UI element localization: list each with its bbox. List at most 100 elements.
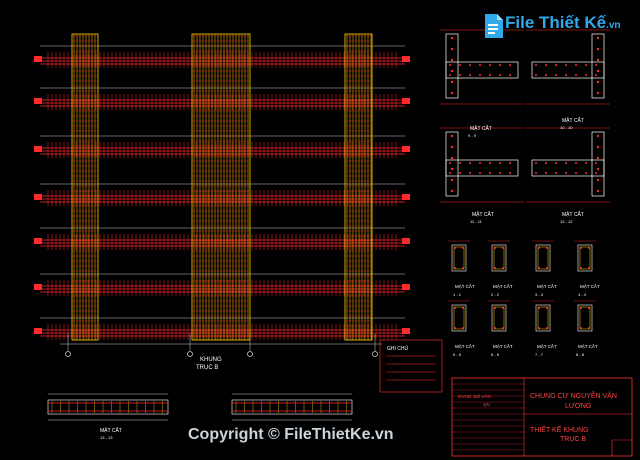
rebar-dot — [462, 247, 464, 249]
rebar-dot — [535, 64, 537, 66]
rebar-dot — [580, 247, 582, 249]
brand-logo — [482, 10, 632, 44]
rebar-dot — [546, 267, 548, 269]
rebar-dot — [595, 74, 597, 76]
rebar-dot — [535, 172, 537, 174]
small-section-outline — [491, 244, 507, 272]
section-9-title: MẶT CẮT — [470, 124, 492, 132]
section-column-outline — [591, 33, 605, 99]
rebar-dot — [450, 91, 454, 95]
rebar-dot — [494, 307, 496, 309]
rebar-dot — [580, 267, 582, 269]
rebar-dot — [546, 307, 548, 309]
section-column-outline — [445, 131, 459, 197]
rebar-dot — [555, 162, 557, 164]
project-name-2: LƯỢNG — [565, 403, 591, 410]
small-section-outline — [451, 304, 467, 332]
section-10-title: MẶT CẮT — [562, 116, 584, 124]
column-rebar-group — [71, 33, 373, 341]
title-block-border — [451, 377, 633, 457]
rebar-dot — [596, 80, 600, 84]
small-section-3-title: MẶT CẮT — [537, 282, 557, 289]
beam-section-outline — [231, 399, 353, 415]
level-marker — [34, 284, 42, 290]
section-outline — [445, 159, 519, 177]
rebar-dot — [585, 172, 587, 174]
note-box — [379, 339, 443, 393]
rebar-dot — [489, 74, 491, 76]
rebar-dot — [545, 74, 547, 76]
level-marker — [402, 328, 410, 334]
frame-elevation-drawing — [34, 45, 410, 357]
level-marker — [402, 56, 410, 62]
small-section-7-title: MẶT CẮT — [537, 342, 557, 349]
small-section-outline — [577, 244, 593, 272]
small-section-stirrup — [579, 246, 591, 270]
level-marker — [402, 146, 410, 152]
level-marker — [402, 98, 410, 104]
level-marker — [402, 284, 410, 290]
small-section-stirrup — [453, 246, 465, 270]
section-11-sub: 11 - 11 — [470, 219, 483, 224]
small-section-7-sub: 7 - 7 — [535, 352, 544, 357]
rebar-dot — [479, 74, 481, 76]
rebar-dot — [462, 307, 464, 309]
level-marker — [34, 146, 42, 152]
rebar-dot — [450, 58, 454, 62]
grid-bubble — [247, 351, 253, 357]
rebar-dot — [450, 189, 454, 193]
level-marker — [34, 238, 42, 244]
elevation-caption-2: TRỤC B — [196, 365, 218, 371]
rebar-dot — [494, 267, 496, 269]
rebar-dot — [450, 156, 454, 160]
rebar-dot — [459, 172, 461, 174]
rebar-dot — [469, 74, 471, 76]
rebar-dot — [462, 267, 464, 269]
rebar-dot — [449, 64, 451, 66]
rebar-dot — [596, 134, 600, 138]
rebar-dot — [585, 162, 587, 164]
level-marker — [34, 56, 42, 62]
note-title: GHI CHÚ — [387, 345, 409, 352]
rebar-dot — [469, 162, 471, 164]
rebar-dot — [538, 267, 540, 269]
rebar-dot — [450, 69, 454, 73]
rebar-dot — [489, 162, 491, 164]
level-marker — [34, 328, 42, 334]
rebar-dot — [575, 64, 577, 66]
sheet-name-1: THIẾT KẾ KHUNG — [530, 424, 589, 434]
small-section-6-title: MẶT CẮT — [493, 342, 513, 349]
level-marker — [402, 194, 410, 200]
beam-section-13-title: MẶT CẮT — [100, 426, 122, 434]
rebar-dot — [450, 47, 454, 51]
rebar-dot — [479, 162, 481, 164]
rebar-dot — [494, 247, 496, 249]
rebar-dot — [596, 178, 600, 182]
grid-bubble — [372, 351, 378, 357]
section-12-sub: 12 - 12 — [560, 219, 573, 224]
rebar-dot — [454, 327, 456, 329]
section-outline — [531, 61, 605, 79]
rebar-dot — [509, 64, 511, 66]
rebar-dot — [502, 267, 504, 269]
rebar-dot — [535, 74, 537, 76]
rebar-dot — [580, 307, 582, 309]
rebar-dot — [502, 307, 504, 309]
small-section-5-sub: 5 - 5 — [453, 352, 462, 357]
rebar-dot — [596, 156, 600, 160]
rebar-dot — [595, 162, 597, 164]
rebar-dot — [575, 74, 577, 76]
rebar-dot — [509, 74, 511, 76]
small-section-stirrup — [493, 246, 505, 270]
rebar-dot — [538, 327, 540, 329]
level-marker — [402, 238, 410, 244]
rebar-dot — [545, 172, 547, 174]
rebar-dot — [596, 58, 600, 62]
rebar-dot — [538, 247, 540, 249]
beam-section-13-sub: 13 - 13 — [100, 435, 113, 440]
rebar-dot — [489, 64, 491, 66]
grid-bubble — [187, 351, 193, 357]
small-section-outline — [451, 244, 467, 272]
rebar-dot — [509, 172, 511, 174]
